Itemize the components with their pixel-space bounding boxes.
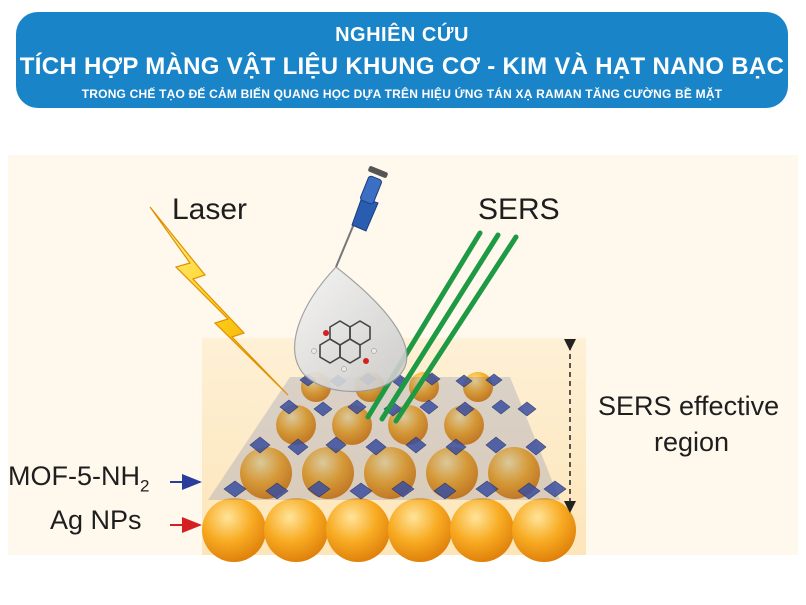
ag-nanoparticle	[388, 498, 452, 562]
ag-nanoparticle	[276, 405, 316, 445]
region-label-line1: SERS effective	[598, 391, 780, 421]
mof-label-subscript: 2	[139, 476, 150, 496]
laser-bolt-icon	[149, 206, 289, 396]
diagram-canvas	[8, 155, 798, 562]
sers-diagram: Laser SERS SERS effective region MOF-5-N…	[0, 155, 806, 600]
ag-nanoparticle	[444, 405, 484, 445]
mof-label-main: MOF-5-NH	[8, 461, 140, 491]
banner-title-line2: TÍCH HỢP MÀNG VẬT LIỆU KHUNG CƠ - KIM VÀ…	[19, 53, 785, 80]
ag-nanoparticle	[264, 498, 328, 562]
sers-label: SERS	[478, 193, 560, 226]
molecule-droplet-icon	[294, 266, 408, 393]
title-banner: NGHIÊN CỨU TÍCH HỢP MÀNG VẬT LIỆU KHUNG …	[16, 12, 788, 108]
ag-nanoparticle	[202, 498, 266, 562]
laser-label: Laser	[172, 193, 248, 226]
ag-nanoparticle	[450, 498, 514, 562]
sers-beams	[365, 230, 519, 424]
ag-label: Ag NPs	[50, 505, 142, 535]
banner-subtitle: TRONG CHẾ TẠO ĐẾ CẢM BIẾN QUANG HỌC DỰA …	[81, 87, 723, 101]
ag-nanoparticle	[512, 498, 576, 562]
mof-label: MOF-5-NH2	[8, 461, 149, 496]
ag-nanoparticle	[332, 405, 372, 445]
banner-title-line1: NGHIÊN CỨU	[335, 24, 469, 46]
ag-nanoparticle	[326, 498, 390, 562]
region-label-line2: region	[654, 427, 730, 457]
pipette-icon	[335, 166, 388, 268]
ag-nanoparticle	[426, 447, 478, 499]
